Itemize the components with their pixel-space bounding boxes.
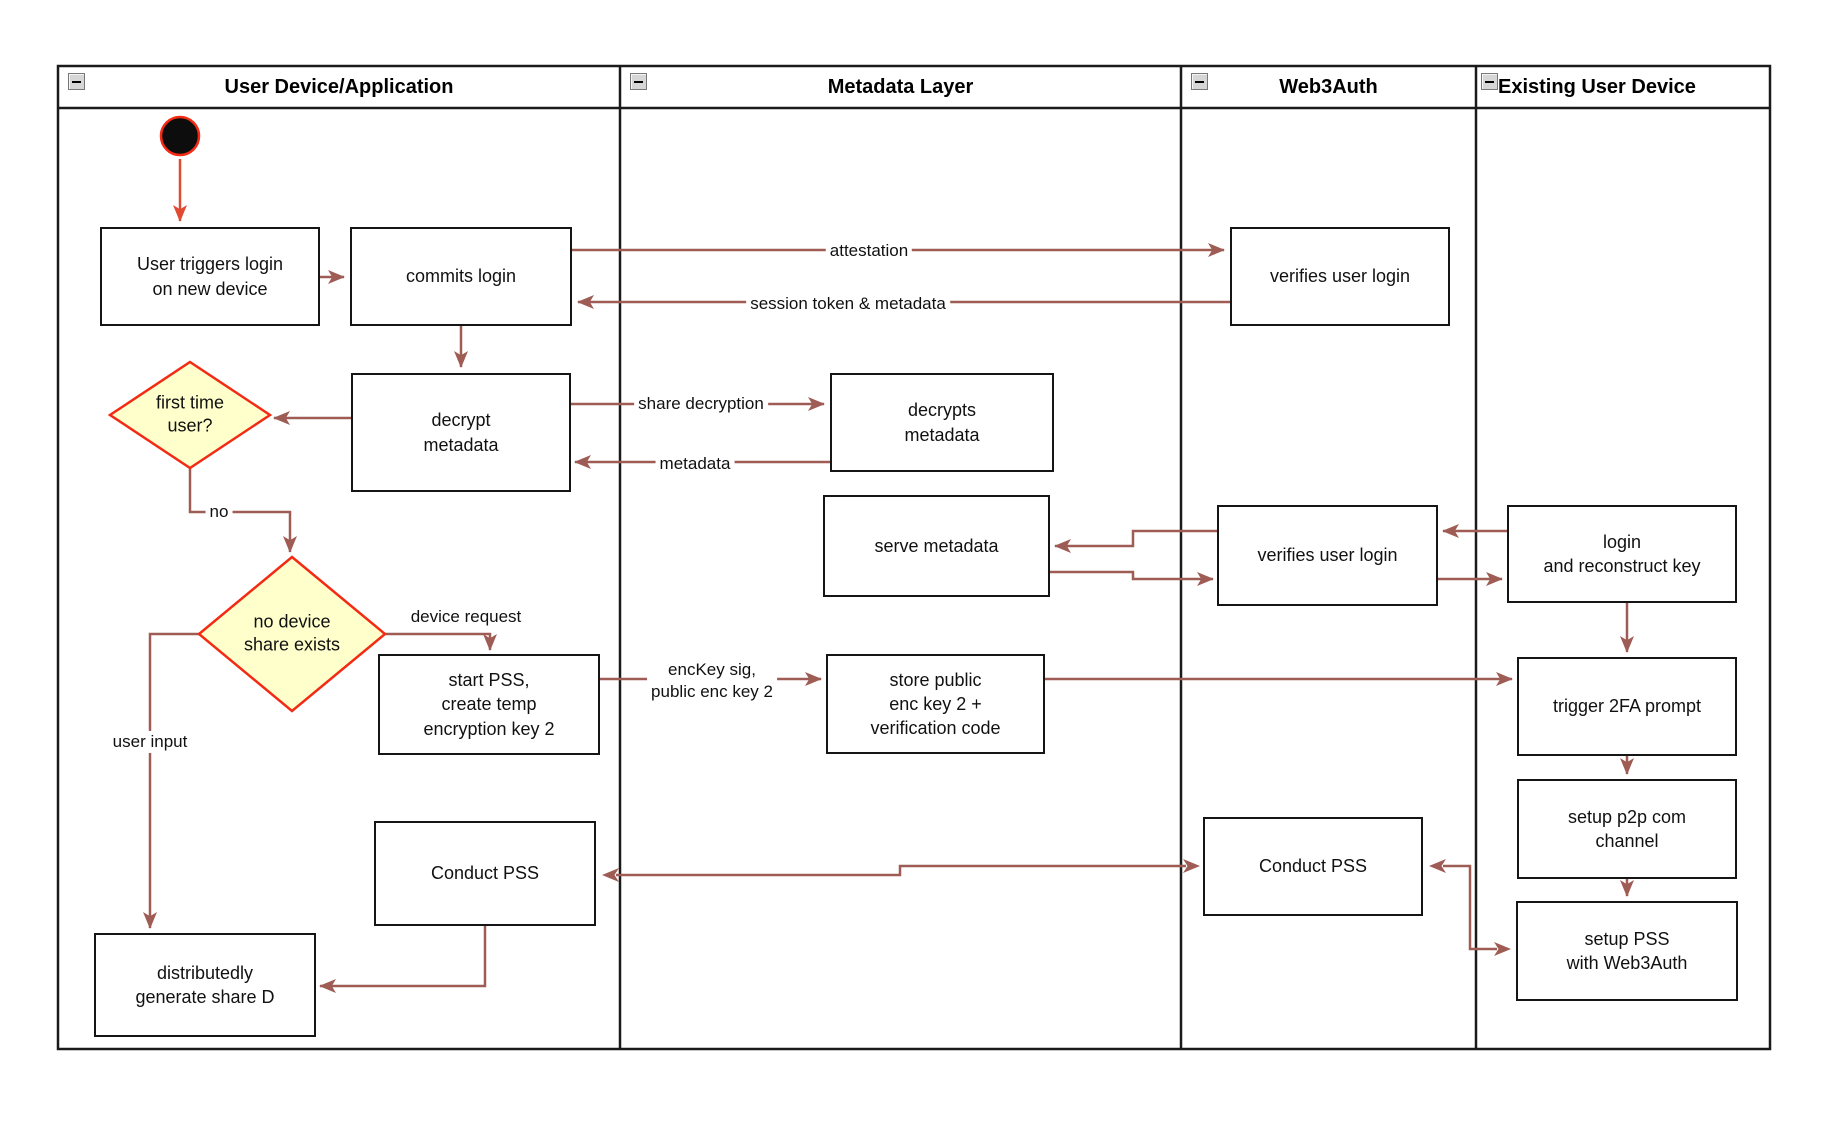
activity-store-public-key: store public enc key 2 + verification co… <box>826 654 1045 754</box>
decision-label-no-device-share: no device share exists <box>243 611 341 655</box>
lane-header-metadata-layer: Metadata Layer <box>827 75 974 98</box>
activity-verifies-user-login-1: verifies user login <box>1230 227 1450 326</box>
activity-decrypt-metadata: decrypt metadata <box>351 373 571 492</box>
edge-label-device-request: device request <box>406 605 526 629</box>
swimlane-frame <box>56 64 1772 1051</box>
edge-label-enckey-sig: encKey sig, public enc key 2 <box>647 658 777 704</box>
start-node <box>159 115 201 157</box>
collapse-icon[interactable] <box>68 73 85 90</box>
collapse-icon[interactable] <box>1481 73 1498 90</box>
activity-generate-share-d: distributedly generate share D <box>94 933 316 1037</box>
lane-header-web3auth: Web3Auth <box>1279 75 1378 98</box>
activity-user-triggers-login: User triggers login on new device <box>100 227 320 326</box>
edge-device-request <box>385 632 497 651</box>
lane-header-user-device: User Device/Application <box>224 75 454 98</box>
arrowhead-into-conduct-right-2 <box>1429 859 1446 873</box>
activity-setup-p2p: setup p2p com channel <box>1517 779 1737 879</box>
edge-label-share-decryption: share decryption <box>634 392 768 416</box>
collapse-icon[interactable] <box>630 73 647 90</box>
edge-user-input <box>143 632 199 929</box>
edge-no-branch <box>188 468 297 553</box>
decision-label-first-time-user: first time user? <box>155 392 224 436</box>
decision-first-time-user <box>107 360 273 470</box>
decision-no-device-share <box>197 555 387 713</box>
activity-commits-login: commits login <box>350 227 572 326</box>
activity-conduct-pss-left: Conduct PSS <box>374 821 596 926</box>
arrowhead-into-conduct-left <box>602 868 619 882</box>
edge-verifies2-to-serve <box>1054 529 1217 553</box>
edge-serve-to-verifies2 <box>1050 570 1214 586</box>
edge-conduct-pss-bridge <box>616 864 1186 877</box>
collapse-icon[interactable] <box>1191 73 1208 90</box>
edge-conduct-to-share-d <box>319 926 487 993</box>
arrowhead-into-conduct-right <box>1183 859 1200 873</box>
edge-setup-pss-conduct <box>1443 864 1497 951</box>
activity-login-reconstruct-key: login and reconstruct key <box>1507 505 1737 603</box>
edge-label-no: no <box>205 500 233 524</box>
lane-header-existing-device: Existing User Device <box>1498 75 1696 98</box>
edge-label-session-token: session token & metadata <box>746 292 950 316</box>
activity-verifies-user-login-2: verifies user login <box>1217 505 1438 606</box>
arrowhead-into-setup-pss <box>1494 942 1511 956</box>
activity-setup-pss-web3auth: setup PSS with Web3Auth <box>1516 901 1738 1001</box>
activity-start-pss: start PSS, create temp encryption key 2 <box>378 654 600 755</box>
edge-label-metadata: metadata <box>655 452 735 476</box>
activity-trigger-2fa: trigger 2FA prompt <box>1517 657 1737 756</box>
edge-label-attestation: attestation <box>825 239 913 263</box>
activity-decrypts-metadata: decrypts metadata <box>830 373 1054 472</box>
activity-conduct-pss-right: Conduct PSS <box>1203 817 1423 916</box>
activity-serve-metadata: serve metadata <box>823 495 1050 597</box>
edge-label-user-input: user input <box>108 730 192 754</box>
